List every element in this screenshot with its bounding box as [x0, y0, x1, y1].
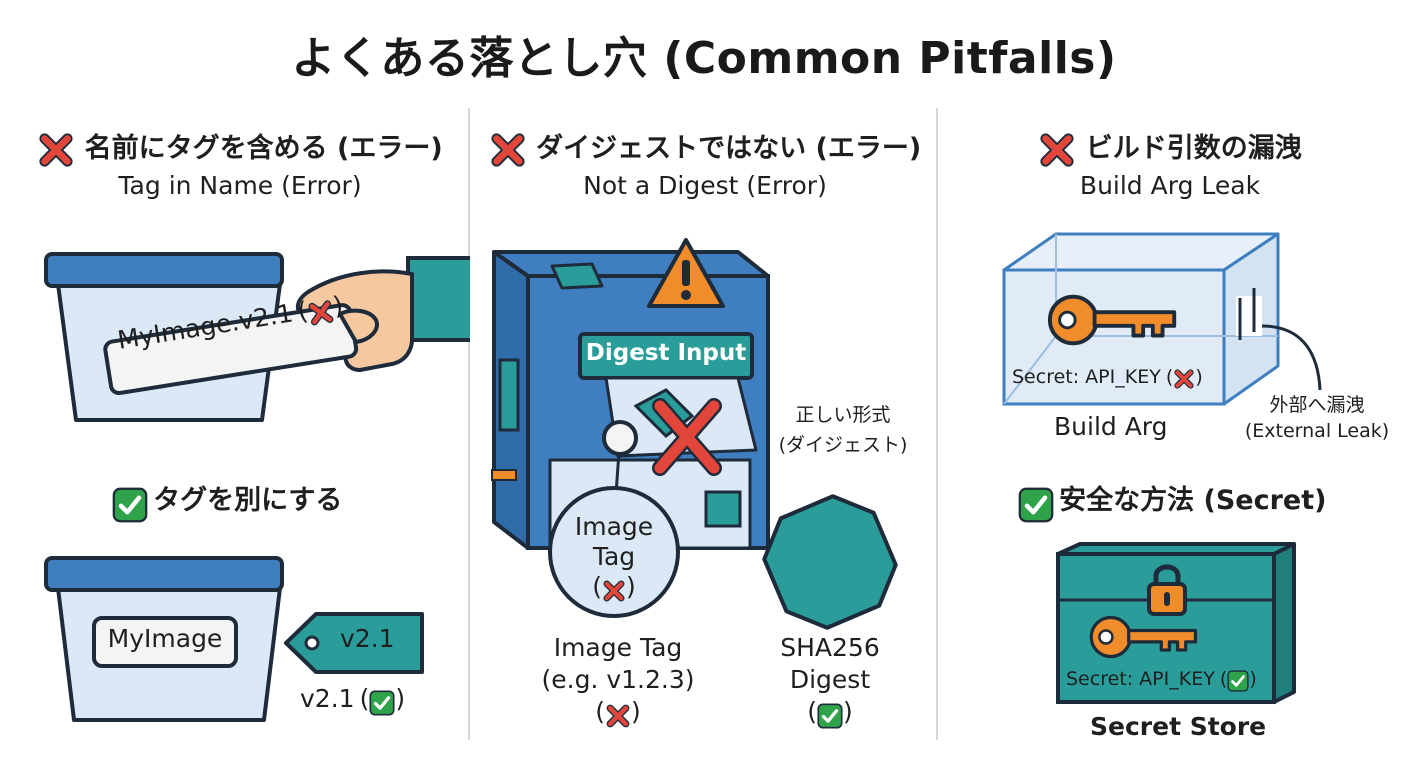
red-x-icon [605, 703, 631, 729]
image-tag-caption: Image Tag (e.g. v1.2.3) () [518, 632, 718, 731]
tag-label: v2.1 [340, 624, 395, 653]
digest-caption: SHA256 Digest () [740, 632, 920, 731]
leak-caption: 外部へ漏洩 (External Leak) [1244, 394, 1390, 442]
green-check-icon [817, 703, 843, 729]
secret-label-bad: Secret: API_KEY () [1012, 366, 1203, 390]
red-x-icon [1173, 368, 1195, 390]
heading-en: Tag in Name (Error) [118, 170, 362, 200]
column-divider [468, 108, 470, 740]
heading-en: Not a Digest (Error) [583, 170, 827, 200]
sleeve [406, 256, 470, 342]
heading-jp: 名前にタグを含める (エラー) [84, 133, 443, 164]
correct-format-note: 正しい形式 (ダイジェスト) [778, 404, 908, 456]
container-correct [44, 556, 284, 722]
tag-icon [284, 612, 424, 674]
secret-label-good: Secret: API_KEY () [1066, 668, 1257, 692]
leak-arrow [1261, 324, 1322, 391]
good-name-label: MyImage [107, 624, 223, 653]
green-check-icon [1227, 670, 1249, 692]
build-arg-box [1002, 232, 1280, 406]
column-divider [936, 108, 938, 740]
heading-jp: ダイジェストではない (エラー) [536, 133, 922, 164]
column-2-heading: ダイジェストではない (エラー) Not a Digest (Error) [480, 126, 930, 200]
column-1-heading: 名前にタグを含める (エラー) Tag in Name (Error) [30, 126, 450, 200]
red-x-icon [489, 131, 527, 169]
secret-store-caption: Secret Store [1090, 712, 1267, 741]
green-check-icon [1018, 487, 1054, 523]
green-check-icon [112, 487, 148, 523]
tag-caption: v2.1 () [300, 684, 405, 716]
page-title: よくある落とし穴 (Common Pitfalls) [291, 33, 1117, 84]
key-icon [1088, 612, 1202, 662]
container-with-tag-in-name [44, 252, 470, 422]
column-3-heading: ビルド引数の漏洩 Build Arg Leak [950, 126, 1390, 200]
machine-label: Digest Input [585, 340, 747, 366]
red-x-icon [37, 131, 75, 169]
solution-heading: 安全な方法 (Secret) [1018, 478, 1326, 523]
image-tag-circle [548, 420, 680, 618]
octagon-icon [762, 494, 898, 630]
heading-jp: ビルド引数の漏洩 [1085, 133, 1302, 164]
red-x-icon [306, 298, 336, 328]
circle-label: Image Tag () [574, 512, 654, 603]
solution-heading: タグを別にする [112, 478, 342, 523]
green-check-icon [369, 690, 395, 716]
red-x-icon [1038, 131, 1076, 169]
key-icon [1046, 290, 1182, 350]
build-arg-caption: Build Arg [1054, 412, 1168, 441]
warning-icon [647, 238, 725, 308]
red-x-icon [602, 579, 626, 603]
padlock-icon [1147, 564, 1187, 616]
heading-en: Build Arg Leak [1079, 170, 1261, 200]
